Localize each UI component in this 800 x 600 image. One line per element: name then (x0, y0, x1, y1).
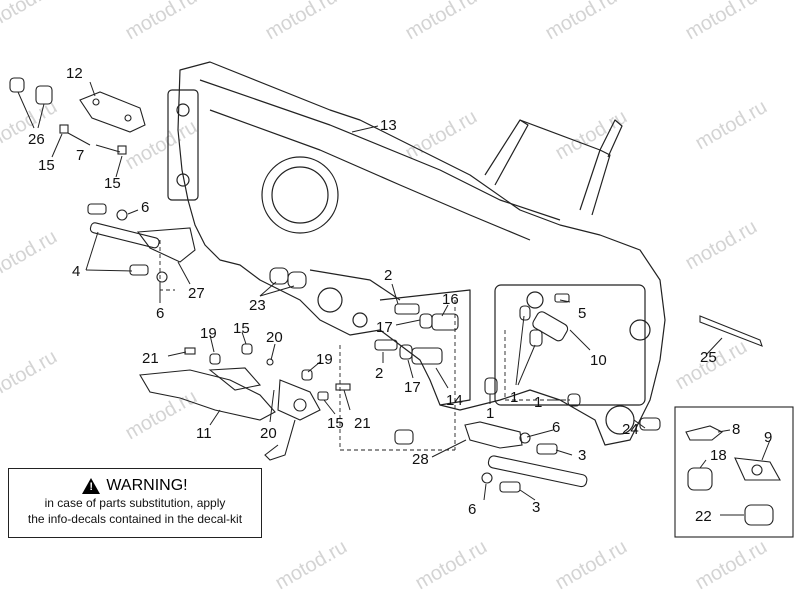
watermark: motod.ru (692, 536, 771, 595)
callout-1: 1 (510, 389, 518, 406)
callout-9: 9 (764, 429, 772, 446)
callout-15: 15 (104, 175, 121, 192)
callout-18: 18 (710, 447, 727, 464)
watermark: motod.ru (692, 96, 771, 155)
leader-lines (17, 81, 771, 516)
small-parts (9, 77, 763, 493)
callout-17: 17 (376, 319, 393, 336)
inset-box (674, 406, 794, 538)
callout-15: 15 (327, 415, 344, 432)
callout-20: 20 (260, 425, 277, 442)
warning-notice: ! WARNING! in case of parts substitution… (8, 468, 262, 538)
callout-17: 17 (404, 379, 421, 396)
callout-19: 19 (316, 351, 333, 368)
frame-drawing (159, 61, 666, 451)
callout-7: 7 (76, 147, 84, 164)
watermark: motod.ru (552, 106, 631, 165)
callout-2: 2 (375, 365, 383, 382)
callout-28: 28 (412, 451, 429, 468)
warning-triangle-icon: ! (82, 478, 101, 494)
watermark: motod.ru (402, 106, 481, 165)
callout-6: 6 (156, 305, 164, 322)
callout-22: 22 (695, 508, 712, 525)
callout-27: 27 (188, 285, 205, 302)
callout-2: 2 (384, 267, 392, 284)
watermark: motod.ru (412, 536, 491, 595)
watermark: motod.ru (552, 536, 631, 595)
callout-15: 15 (233, 320, 250, 337)
callout-4: 4 (72, 263, 80, 280)
watermark: motod.ru (0, 346, 61, 405)
watermark: motod.ru (262, 0, 341, 44)
callout-12: 12 (66, 65, 83, 82)
watermark: motod.ru (122, 116, 201, 175)
callout-20: 20 (266, 329, 283, 346)
callout-6: 6 (552, 419, 560, 436)
callout-10: 10 (590, 352, 607, 369)
callout-19: 19 (200, 325, 217, 342)
watermark: motod.ru (542, 0, 621, 44)
callout-1: 1 (486, 405, 494, 422)
callout-25: 25 (700, 349, 717, 366)
callout-11: 11 (196, 425, 212, 442)
callout-6: 6 (141, 199, 149, 216)
callout-21: 21 (142, 350, 159, 367)
warning-line-2: the info-decals contained in the decal-k… (27, 512, 243, 526)
callout-3: 3 (532, 499, 540, 516)
callout-15: 15 (38, 157, 55, 174)
watermark: motod.ru (402, 0, 481, 44)
callout-13: 13 (380, 117, 397, 134)
watermark: motod.ru (122, 0, 201, 44)
callout-26: 26 (28, 131, 45, 148)
callout-23: 23 (249, 297, 266, 314)
callout-21: 21 (354, 415, 371, 432)
watermark: motod.ru (682, 216, 761, 275)
warning-title: ! WARNING! (9, 477, 261, 495)
warning-title-text: WARNING! (106, 477, 188, 494)
callout-5: 5 (578, 305, 586, 322)
warning-line-1: in case of parts substitution, apply (44, 496, 226, 510)
callout-3: 3 (578, 447, 586, 464)
watermark: motod.ru (0, 226, 61, 285)
callout-1: 1 (534, 394, 542, 411)
callout-16: 16 (442, 291, 459, 308)
callout-24: 24 (622, 421, 639, 438)
watermark: motod.ru (0, 0, 61, 34)
watermark: motod.ru (272, 536, 351, 595)
callout-6: 6 (468, 501, 476, 518)
callout-14: 14 (446, 392, 463, 409)
callouts: 13 12 26 15 7 15 6 4 6 27 23 2 16 17 2 1… (28, 65, 772, 525)
watermark: motod.ru (682, 0, 761, 44)
callout-8: 8 (732, 421, 740, 438)
